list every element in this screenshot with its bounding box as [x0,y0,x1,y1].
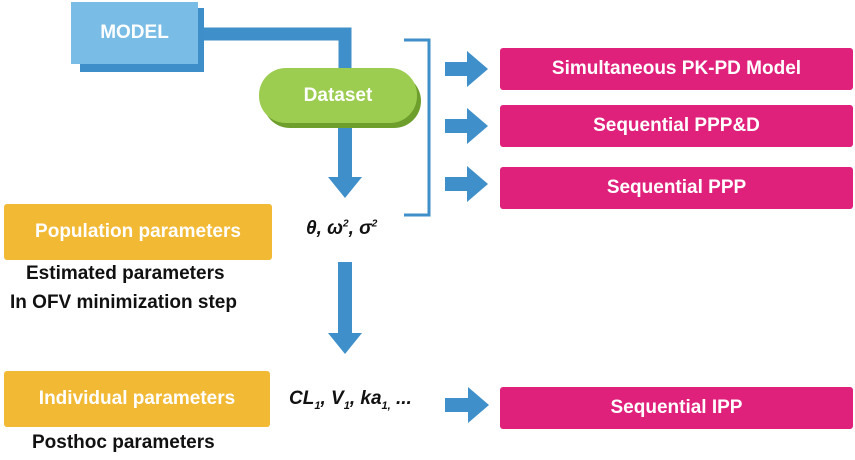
model-label: MODEL [100,22,169,43]
ofv-minimization-note: In OFV minimization step [10,292,237,313]
sequential-ppp-label: Sequential PPP [606,177,747,198]
separator: , [349,388,356,409]
individual-parameters-label: Individual parameters [38,388,236,409]
estimated-parameters-note: Estimated parameters [26,263,225,284]
separator: , [320,388,326,409]
population-parameters-label: Population parameters [35,221,241,242]
separator: , [316,218,322,239]
arrow-to-sequential-ppp [445,166,488,202]
simultaneous-pkpd-box: Simultaneous PK-PD Model [500,48,853,90]
dataset-pill: Dataset [259,68,417,123]
model-box: MODEL [71,2,198,64]
posthoc-parameters-note: Posthoc parameters [32,432,215,453]
sequential-ipp-box: Sequential IPP [500,387,853,429]
sequential-ppp-box: Sequential PPP [500,167,853,209]
population-parameters-box: Population parameters [4,204,272,260]
ka-subscript: 1, [381,399,391,412]
ellipsis: ... [396,388,412,409]
arrow-to-simultaneous [445,51,488,87]
sigma-exponent: 2 [371,218,378,230]
dataset-down-arrow [328,120,362,198]
cl-symbol: CL [289,388,315,409]
ka-symbol: ka [360,388,382,409]
dataset-label: Dataset [303,84,373,106]
arrow-to-sequential-ipp [445,387,489,423]
arrow-to-sequential-pppd [445,108,488,144]
population-symbols: θ, ω2, σ2 [306,218,377,240]
sigma-symbol: σ [359,218,372,239]
individual-parameters-box: Individual parameters [4,371,270,427]
individual-symbols: CL1, V1, ka1, ... [289,388,412,412]
sequential-pppd-label: Sequential PPP&D [593,115,760,136]
theta-symbol: θ [306,218,317,239]
omega-exponent: 2 [343,218,349,230]
simultaneous-pkpd-label: Simultaneous PK-PD Model [551,58,802,79]
sequential-pppd-box: Sequential PPP&D [500,105,853,147]
sequential-ipp-label: Sequential IPP [610,397,743,418]
output-bracket [404,38,431,217]
separator: , [348,218,354,239]
population-down-arrow [328,262,362,354]
cl-subscript: 1 [314,399,321,412]
omega-symbol: ω [327,218,344,239]
v-symbol: V [331,388,344,409]
v-subscript: 1 [343,399,350,412]
model-to-dataset-connector [198,27,352,68]
